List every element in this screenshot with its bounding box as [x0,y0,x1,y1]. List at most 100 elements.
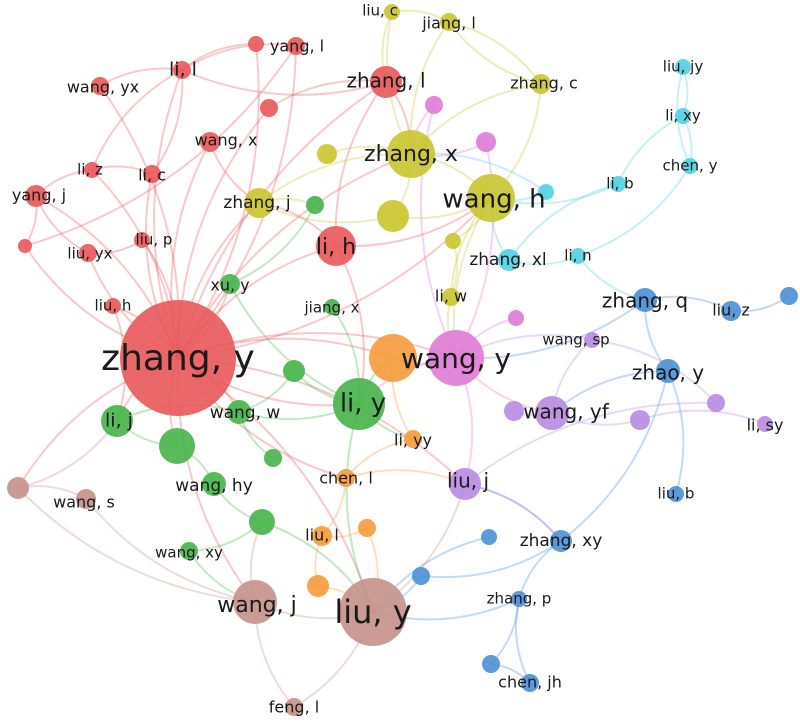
node-liu-j[interactable] [449,468,481,500]
node-red-u3[interactable] [260,99,278,117]
node-chen-y[interactable] [682,158,698,174]
label-wang-j: wang, j [217,593,296,618]
node-zhang-xl[interactable] [498,249,520,271]
edge-wang_j-wang_s [17,487,256,603]
node-yang-l[interactable] [287,37,305,55]
node-li-b[interactable] [610,176,626,192]
node-yellow-u1[interactable] [317,144,337,164]
edge-li_l-yang_l [181,43,297,71]
node-liu-y[interactable] [339,578,407,646]
node-wang-sp[interactable] [584,332,600,348]
label-li-n: li, n [564,247,591,265]
node-wang-h[interactable] [467,174,515,222]
node-zhang-q[interactable] [633,288,657,312]
label-zhang-q: zhang, q [602,289,688,313]
node-li-y[interactable] [333,378,385,430]
node-li-h[interactable] [316,226,356,266]
label-zhang-p: zhang, p [487,590,552,608]
node-yellow-u2[interactable] [377,200,409,232]
node-wang-hy[interactable] [202,472,226,496]
node-orange-u2[interactable] [307,575,329,597]
node-liu-jy[interactable] [675,59,691,75]
node-jiang-l[interactable] [440,13,458,31]
node-li-xy[interactable] [675,108,691,124]
label-li-w: li, w [435,287,467,306]
node-wang-s[interactable] [7,477,29,499]
node-feng-l[interactable] [285,698,303,716]
node-yang-j[interactable] [25,185,47,207]
edge-yang_l-red_u1 [24,45,297,247]
node-green-u1[interactable] [159,428,195,464]
node-li-l[interactable] [173,61,191,79]
node-liu-z[interactable] [721,301,741,321]
node-pink-u1[interactable] [425,96,443,114]
node-orange-u1[interactable] [369,334,417,382]
node-liu-l[interactable] [312,526,332,546]
label-chen-y: chen, y [663,157,718,175]
label-jiang-x: jiang, x [304,299,360,317]
label-liu-p: liu, p [136,231,173,249]
node-chen-jh[interactable] [521,674,539,692]
node-blue-u2[interactable] [412,567,430,585]
node-green-u3[interactable] [249,509,275,535]
node-blue-u4[interactable] [482,655,500,673]
node-pink-u3[interactable] [508,310,524,326]
node-wang-x[interactable] [200,132,220,152]
node-red-u1[interactable] [18,239,32,253]
node-red-u2[interactable] [248,36,264,52]
node-pink-u2[interactable] [476,132,496,152]
node-green-u4[interactable] [264,449,282,467]
node-zhang-x[interactable] [387,130,435,178]
node-li-n[interactable] [570,248,586,264]
node-purple-u3[interactable] [707,394,725,412]
node-liu-h[interactable] [105,298,121,314]
edge-li_l-li_c [151,69,184,175]
edge-zhao_y-liu_b [667,370,685,495]
node-li-w[interactable] [442,288,460,306]
node-zhao-y[interactable] [656,359,680,383]
node-purple-u1[interactable] [504,401,524,421]
node-liu-b[interactable] [668,486,684,502]
node-liu-c[interactable] [384,4,400,20]
node-wang-yx[interactable] [91,77,109,95]
node-liu-yx[interactable] [79,244,97,262]
edge-wang_s-li_j [17,420,118,489]
node-yellow-u3[interactable] [445,233,461,249]
node-wang-w[interactable] [227,400,251,424]
node-zhang-l[interactable] [370,66,402,98]
node-li-z[interactable] [84,162,100,178]
edge-zhang_xy-blue_u2 [420,540,562,579]
node-purple-u2[interactable] [630,410,650,430]
node-wang-yf[interactable] [535,396,569,430]
node-brown-u1[interactable] [76,489,96,509]
node-chen-l[interactable] [337,469,355,487]
node-li-j[interactable] [101,405,133,437]
node-wang-j[interactable] [233,580,277,624]
node-wang-xy[interactable] [180,542,198,560]
node-blue-u1[interactable] [780,287,798,305]
node-green-u2[interactable] [283,360,305,382]
node-orange-u3[interactable] [358,519,376,537]
node-xu-y[interactable] [220,274,240,294]
node-li-sy[interactable] [757,416,773,432]
node-wang-y[interactable] [428,330,484,386]
node-zhang-c[interactable] [531,74,551,94]
node-zhang-y[interactable] [120,300,236,416]
label-li-yy: li, yy [394,431,432,450]
node-zhang-j[interactable] [244,188,274,218]
edge-jiang_l-zhang_c [448,21,542,85]
node-zhang-xy[interactable] [550,530,572,552]
node-li-yy[interactable] [404,430,422,448]
node-liu-p[interactable] [134,232,150,248]
node-zhang-p[interactable] [511,591,527,607]
label-zhao-y: zhao, y [632,361,704,385]
label-wang-xy: wang, xy [155,544,223,562]
edge-xu_y-green_u5 [229,204,316,285]
node-jiang-x[interactable] [324,299,340,315]
node-blue-u3[interactable] [481,529,497,545]
node-li-c[interactable] [143,165,161,183]
label-liu-b: liu, b [658,485,695,503]
node-cyan-u1[interactable] [538,184,554,200]
node-green-u5[interactable] [306,196,324,214]
